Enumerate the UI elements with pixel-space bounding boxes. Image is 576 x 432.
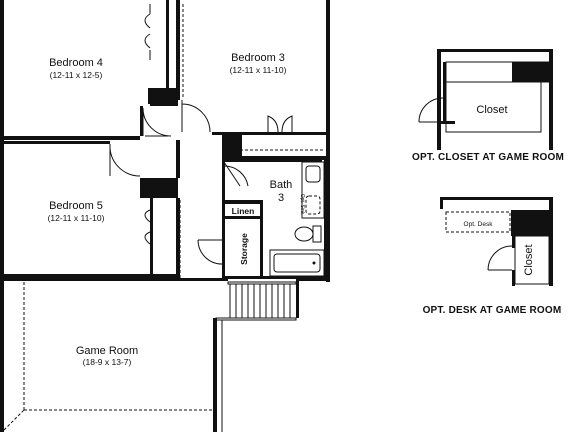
option-closet-diagram: Closet OPT. CLOSET AT GAME ROOM [412,49,564,163]
option-closet-title: OPT. CLOSET AT GAME ROOM [412,152,564,163]
toilet-tank [312,225,322,243]
bath3-name-line1: Bath [270,179,293,191]
vanity-counter [301,161,325,219]
bath3-name-line2: 3 [278,192,284,204]
tub-drain [312,261,316,265]
stairs [215,281,297,432]
bath-fixtures [269,161,325,277]
opt-sink-basin [305,195,321,215]
bedroom4-name: Bedroom 4 [49,57,103,69]
bedroom5-name: Bedroom 5 [49,200,103,212]
exterior-walls [0,0,330,432]
game-room-name: Game Room [76,345,138,357]
option-desk-label: Opt. Desk [464,221,494,228]
bathtub [269,249,325,277]
linen-label: Linen [232,206,255,216]
sink-basin [305,165,321,183]
option-closet-room-label: Closet [476,104,507,116]
bedroom3-name: Bedroom 3 [231,52,285,64]
option-desk-title: OPT. DESK AT GAME ROOM [423,305,562,316]
toilet-bowl [294,226,314,242]
option-desk-diagram: Opt. Desk Closet OPT. DESK AT GAME ROOM [423,197,562,316]
dashed-lines [3,4,324,431]
storage-label: Storage [239,233,249,265]
doors [109,4,293,265]
bedroom4-dims: (12-11 x 12-5) [50,70,103,80]
bedroom5-dims: (12-11 x 11-10) [48,213,105,223]
room-labels: Bedroom 4 (12-11 x 12-5) Bedroom 3 (12-1… [48,52,305,367]
opt-sink-label: Opt. Sink [299,194,305,215]
bedroom3-dims: (12-11 x 11-10) [230,65,287,75]
bathtub-inner [273,253,321,273]
game-room-dims: (18-9 x 13-7) [83,357,132,367]
interior-walls [0,0,330,281]
option-desk-closet-label: Closet [523,244,535,275]
